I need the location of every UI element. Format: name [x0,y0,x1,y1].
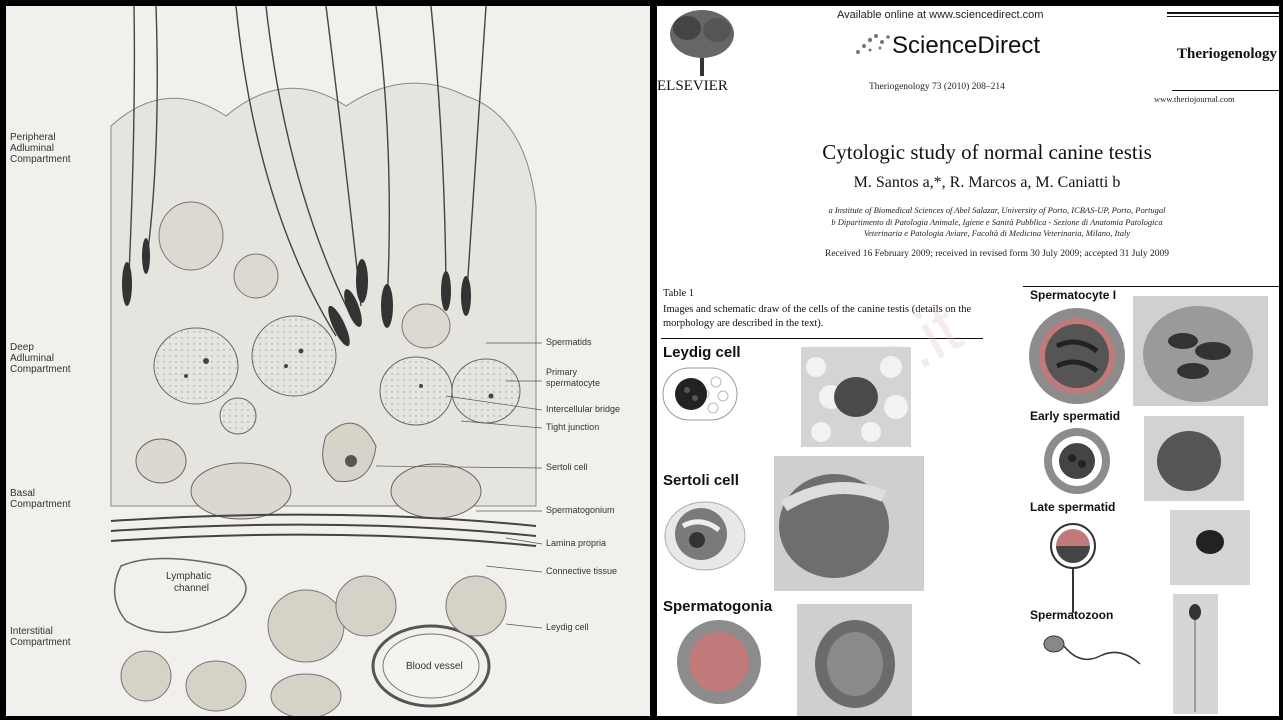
article-page: ELSEVIER Available online at www.science… [657,6,1279,716]
cell-label-late-spermatid: Late spermatid [1030,500,1115,514]
journal-rule [1167,12,1279,14]
article-title: Cytologic study of normal canine testis [777,140,1197,165]
sciencedirect-dots-icon [852,32,896,58]
compartment-line: Compartment [10,154,130,165]
compartment-line: Interstitial [10,626,130,637]
label-tight-junction: Tight junction [546,422,599,432]
leydig-micrograph [801,347,911,447]
seminiferous-epithelium-illustration: Peripheral Adluminal Compartment Deep Ad… [6,6,650,716]
compartment-line: Adluminal [10,143,130,154]
spermatocyte-schematic [1027,306,1127,406]
label-spermatocyte: spermatocyte [546,378,600,388]
compartment-line: Basal [10,488,130,499]
cell-label-spermatogonia: Spermatogonia [663,598,772,615]
publisher-name: ELSEVIER [657,78,728,95]
table-rule-right [1023,286,1279,287]
spermatozoon-schematic [1040,626,1150,686]
compartment-line: Deep [10,342,130,353]
spermatogonia-schematic [675,618,765,708]
journal-name: Theriogenology [1177,46,1277,63]
spermatogonia-micrograph [797,604,912,716]
label-blood-vessel: Blood vessel [406,661,463,672]
compartment-label-deep: Deep Adluminal Compartment [10,342,130,375]
compartment-line: Compartment [10,637,130,648]
affiliation-a: a Institute of Biomedical Sciences of Ab… [747,205,1247,215]
compartment-line: Compartment [10,364,130,375]
available-online-text: Available online at www.sciencedirect.co… [837,9,1043,21]
label-connective-tissue: Connective tissue [546,566,617,576]
cell-label-sertoli: Sertoli cell [663,472,739,489]
cell-label-early-spermatid: Early spermatid [1030,409,1120,423]
sertoli-micrograph [774,456,924,591]
sciencedirect-wordmark: ScienceDirect [892,32,1040,60]
spermatozoon-micrograph [1173,594,1218,714]
cell-label-leydig: Leydig cell [663,344,741,361]
received-dates: Received 16 February 2009; received in r… [747,249,1247,259]
label-intercellular-bridge: Intercellular bridge [546,404,620,414]
compartment-label-peripheral: Peripheral Adluminal Compartment [10,132,130,165]
compartment-line: Peripheral [10,132,130,143]
label-spermatids: Spermatids [546,337,592,347]
label-spermatogonium: Spermatogonium [546,505,615,515]
late-spermatid-micrograph [1170,510,1250,585]
early-spermatid-micrograph [1144,416,1244,501]
elsevier-tree-icon [657,6,757,86]
compartment-line: Compartment [10,499,130,510]
article-authors: M. Santos a,*, R. Marcos a, M. Caniatti … [797,174,1177,192]
leydig-schematic [661,364,741,424]
label-channel: channel [174,583,209,594]
sertoli-schematic [661,496,751,576]
cell-label-spermatocyte: Spermatocyte I [1030,288,1116,302]
label-leydig-cell: Leydig cell [546,622,589,632]
affiliation-b-cont: Veterinaria e Patologia Aviare, Facoltà … [747,228,1247,238]
compartment-label-basal: Basal Compartment [10,488,130,510]
url-rule [1172,90,1279,91]
affiliation-b: b Dipartimento di Patologia Animale, Igi… [747,217,1247,227]
journal-citation: Theriogenology 73 (2010) 208–214 [869,82,1005,92]
label-primary: Primary [546,367,577,377]
spermatocyte-micrograph [1133,296,1268,406]
compartment-line: Adluminal [10,353,130,364]
compartment-label-interstitial: Interstitial Compartment [10,626,130,648]
label-lymphatic: Lymphatic [166,571,211,582]
late-spermatid-schematic [1048,518,1098,618]
label-sertoli-cell: Sertoli cell [546,462,588,472]
label-lamina-propria: Lamina propria [546,538,606,548]
early-spermatid-schematic [1042,426,1112,496]
table-caption: Table 1 [663,288,694,299]
journal-url: www.theriojournal.com [1154,94,1235,104]
cell-label-spermatozoon: Spermatozoon [1030,608,1113,622]
journal-rule [1167,16,1279,17]
